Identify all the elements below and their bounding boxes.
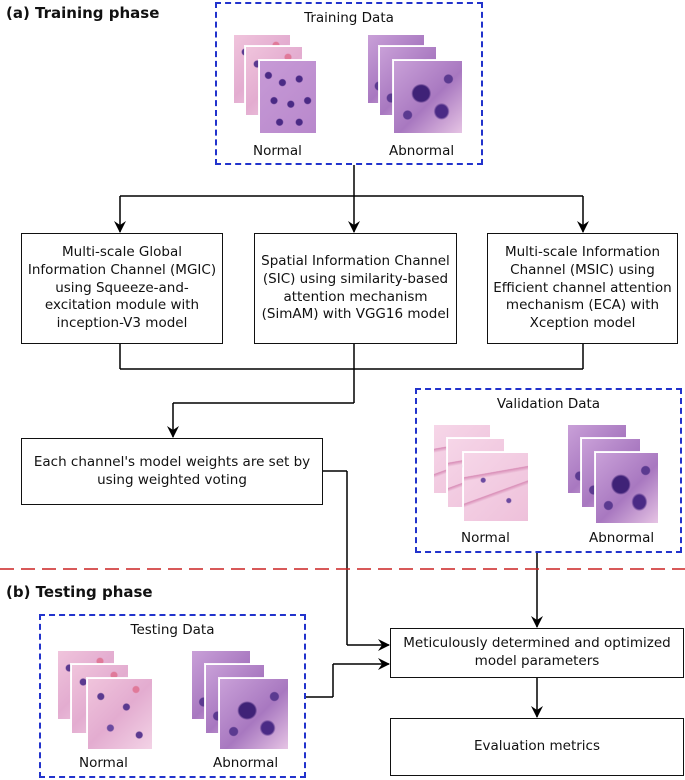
evaluation-metrics-text: Evaluation metrics [473, 738, 601, 755]
training-data-title: Training Data [304, 10, 394, 26]
training-abnormal-label: Abnormal [389, 143, 455, 159]
training-normal-label: Normal [253, 143, 302, 159]
training-phase-label: (a) Training phase [6, 4, 160, 22]
validation-normal-label: Normal [461, 530, 510, 546]
model-parameters-text: Meticulously determined and optimized mo… [403, 635, 671, 669]
training-data-box: Training Data Normal Abnormal [215, 2, 483, 165]
mgic-channel-box: Multi-scale Global Information Channel (… [21, 233, 223, 344]
sic-channel-box: Spatial Information Channel (SIC) using … [254, 233, 457, 344]
testing-normal-label: Normal [79, 755, 128, 771]
testing-phase-label: (b) Testing phase [6, 583, 153, 601]
model-parameters-box: Meticulously determined and optimized mo… [390, 628, 684, 678]
validation-data-box: Validation Data Normal Abnormal [415, 388, 682, 553]
msic-channel-text: Multi-scale Information Channel (MSIC) u… [493, 243, 672, 332]
sic-channel-text: Spatial Information Channel (SIC) using … [261, 252, 450, 323]
validation-abnormal-label: Abnormal [589, 530, 655, 546]
testing-data-box: Testing Data Normal Abnormal [39, 614, 306, 778]
weighted-voting-box: Each channel's model weights are set by … [21, 438, 323, 505]
weighted-voting-text: Each channel's model weights are set by … [33, 453, 311, 488]
evaluation-metrics-box: Evaluation metrics [390, 718, 684, 776]
testing-abnormal-label: Abnormal [213, 755, 279, 771]
mgic-channel-text: Multi-scale Global Information Channel (… [27, 243, 217, 332]
validation-data-title: Validation Data [496, 396, 601, 412]
msic-channel-box: Multi-scale Information Channel (MSIC) u… [487, 233, 678, 344]
testing-data-title: Testing Data [130, 622, 215, 638]
